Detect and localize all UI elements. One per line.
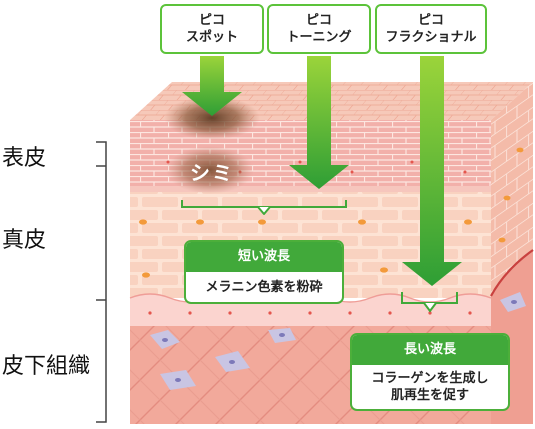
down-arrow-icon <box>402 56 462 286</box>
pico-toning-box: ピコ トーニング <box>267 4 371 54</box>
pico-toning-line1: ピコ <box>305 13 332 28</box>
pico-spot-box: ピコ スポット <box>160 4 264 54</box>
long-wave-desc-line1: コラーゲンを生成し <box>371 371 489 386</box>
down-arrow-icon <box>289 56 349 189</box>
pico-fractional-line1: ピコ <box>417 13 444 28</box>
layer-bracket-line <box>96 141 107 423</box>
short-wave-desc: メラニン色素を粉砕 <box>205 279 323 295</box>
short-wave-card: 短い波長 メラニン色素を粉砕 <box>184 240 344 304</box>
long-wave-desc-line2: 肌再生を促す <box>390 388 469 403</box>
epidermis-label: 表皮 <box>2 146 47 171</box>
dermis-cells <box>139 147 524 278</box>
pico-toning-line2: トーニング <box>286 30 352 45</box>
spot-area <box>166 146 254 194</box>
spot-label: シミ <box>190 161 234 185</box>
skin-side-face <box>491 82 533 296</box>
dermis-label: 真皮 <box>2 228 47 253</box>
short-wave-title: 短い波長 <box>186 242 342 272</box>
pico-fractional-line2: フラクショナル <box>385 30 477 45</box>
long-wave-card: 長い波長 コラーゲンを生成し 肌再生を促す <box>350 333 510 411</box>
pico-fractional-box: ピコ フラクショナル <box>375 4 487 54</box>
pico-spot-line2: スポット <box>185 30 238 45</box>
fat-cells <box>150 292 526 390</box>
subcutis-label: 皮下組織 <box>2 354 91 379</box>
pico-spot-line1: ピコ <box>198 13 225 28</box>
long-wave-title: 長い波長 <box>352 335 508 365</box>
long-wave-desc: コラーゲンを生成し 肌再生を促す <box>352 365 508 409</box>
melanin-deposit <box>164 96 260 140</box>
down-arrow-icon <box>182 56 242 116</box>
